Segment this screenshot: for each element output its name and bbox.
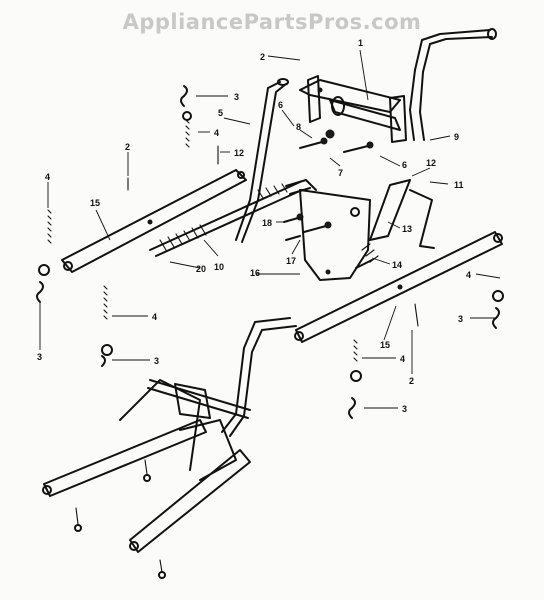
left-lift-link-part — [61, 169, 247, 273]
callout-16: 16 — [250, 268, 260, 278]
cross-shaft-part — [299, 75, 407, 143]
callout-1: 1 — [358, 38, 363, 48]
bolt-parts — [127, 137, 419, 327]
lift-rod-part — [235, 78, 289, 243]
callout-18: 18 — [262, 218, 272, 228]
callout-3-top: 3 — [234, 92, 239, 102]
mounting-bracket-part — [285, 179, 371, 281]
callout-4-left: 4 — [45, 172, 50, 182]
callout-10: 10 — [214, 262, 224, 272]
callout-15-right: 15 — [380, 340, 390, 350]
callout-2-top: 2 — [260, 52, 265, 62]
lower-hanger-assembly — [42, 317, 297, 579]
callout-4-top: 4 — [214, 128, 219, 138]
callout-14: 14 — [392, 260, 402, 270]
callout-2-lower: 2 — [409, 376, 414, 386]
callout-3-left: 3 — [37, 352, 42, 362]
callout-7: 7 — [338, 168, 343, 178]
watermark: AppliancePartsPros.com — [122, 10, 422, 34]
callout-4-lower: 4 — [400, 354, 405, 364]
callout-20: 20 — [196, 264, 206, 274]
lift-handle-part — [409, 28, 497, 141]
callout-9: 9 — [454, 132, 459, 142]
callout-4-right: 4 — [466, 270, 471, 280]
callout-3-lower: 3 — [402, 404, 407, 414]
callout-17: 17 — [286, 256, 296, 266]
callout-4-mid: 4 — [152, 312, 157, 322]
callout-15-left: 15 — [90, 198, 100, 208]
callout-3-mid: 3 — [154, 356, 159, 366]
callout-12-right: 12 — [426, 158, 436, 168]
callout-5: 5 — [218, 108, 223, 118]
callout-3-right: 3 — [458, 314, 463, 324]
right-lift-link-part — [294, 231, 503, 343]
callout-11: 11 — [454, 180, 464, 190]
spring-rod-part — [149, 181, 303, 257]
callout-2-left: 2 — [125, 142, 130, 152]
callout-12-left: 12 — [234, 148, 244, 158]
callout-6-right: 6 — [402, 160, 407, 170]
callout-8: 8 — [296, 122, 301, 132]
callout-13: 13 — [402, 224, 412, 234]
lever-arm-part — [355, 179, 435, 269]
callout-leaders — [39, 49, 501, 409]
lift-chain-parts — [36, 85, 504, 419]
callout-6-top: 6 — [278, 100, 283, 110]
callout-labels: 1 2 3 4 5 6 8 6 7 9 11 12 12 13 14 10 20… — [37, 38, 471, 414]
